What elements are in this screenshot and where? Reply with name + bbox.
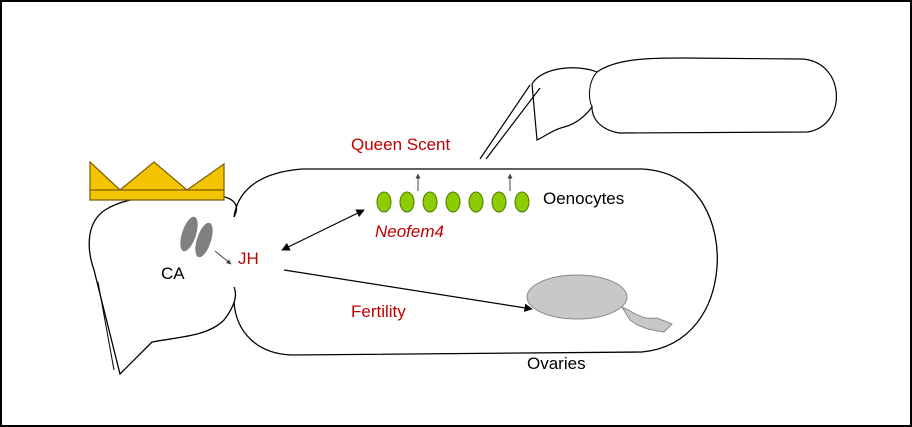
oenocyte-cell [468,191,484,213]
oenocyte-row [376,191,530,213]
queen-scent-label: Queen Scent [351,135,451,154]
ovary-organ [526,274,628,320]
ca-label: CA [161,264,185,283]
head-outline [88,194,238,376]
ovaries-label: Ovaries [527,354,586,373]
corpora-allata-gland-2 [195,222,213,258]
oenocytes-label: Oenocytes [543,189,625,208]
fertility-label: Fertility [351,302,406,321]
jh-label: JH [238,249,259,268]
oenocyte-cell [491,191,507,213]
oenocyte-cell [445,191,461,213]
oenocyte-cell [399,191,415,213]
oenocyte-cell [376,191,392,213]
wing-stalk-1 [479,84,531,160]
oenocyte-cell [422,191,438,213]
jh-ovaries-arrow [283,269,533,312]
crown-icon [89,160,225,201]
neofem4-label: Neofem4 [375,222,444,241]
oenocyte-cell [514,191,530,213]
jh-oenocyte-arrow [281,209,365,251]
wing-stalk-2 [485,87,541,160]
wing-fold [588,71,598,108]
body-outline [233,168,718,356]
wing-outline [531,57,837,141]
mandible-line [97,281,115,371]
ca-to-jh-arrow [214,250,232,265]
oviduct [620,305,673,333]
corpora-allata-gland-1 [180,216,198,252]
